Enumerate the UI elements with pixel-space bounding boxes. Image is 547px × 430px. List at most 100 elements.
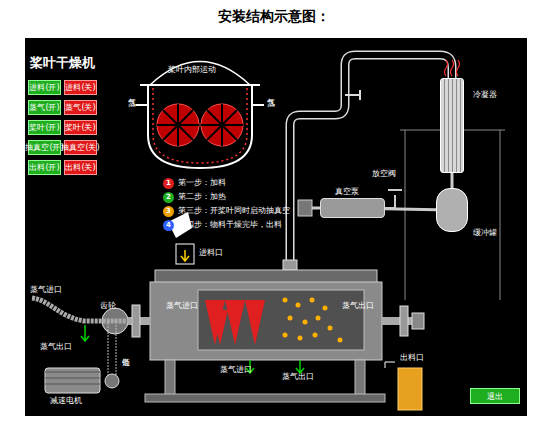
- rotary-joint: [412, 313, 424, 329]
- leader-line: [385, 362, 395, 368]
- button-label: 出料(关): [65, 162, 95, 173]
- shaft-flange: [400, 306, 408, 336]
- part-label: 第二步：加热: [178, 193, 226, 202]
- part-label: 第四步：物料干燥完毕，出料: [178, 221, 282, 230]
- control-button: 进料(关): [64, 80, 97, 95]
- heat-symbol: [445, 60, 460, 76]
- paddle-blades: [201, 104, 243, 146]
- condenser: 冷凝器: [440, 78, 464, 173]
- steam-arrow: [246, 360, 304, 373]
- motor-fins: [45, 372, 100, 384]
- dryer-leg: [355, 360, 365, 396]
- control-button: 进料(开): [28, 80, 61, 95]
- buffer-tank: 缓冲罐: [436, 188, 468, 232]
- vacuum-pump: 真空泵: [320, 198, 385, 218]
- pipe-valve: [345, 90, 360, 100]
- control-button: 抽真空(开): [28, 140, 61, 155]
- dryer-base: [145, 394, 385, 402]
- control-button: 桨叶(开): [28, 120, 61, 135]
- part-label: 蒸气出口: [342, 302, 374, 311]
- part-label: 蒸气出口: [40, 343, 72, 352]
- part-label: 齿轮: [100, 302, 116, 311]
- steam-stub: [136, 104, 264, 106]
- button-label: 退出: [487, 391, 503, 402]
- part-label: 蒸气进口: [220, 366, 252, 375]
- granule: [298, 336, 303, 341]
- part-label: 蒸气出口: [282, 373, 314, 382]
- vessel-wall: [148, 85, 252, 168]
- discharge-outlet: [398, 368, 422, 410]
- vessel-lid: [140, 84, 260, 86]
- button-label: 进料(开): [29, 82, 59, 93]
- callout-number: 2: [163, 192, 174, 203]
- control-button: 出料(开): [28, 160, 61, 175]
- paddle-rotor: [201, 104, 243, 146]
- steam-hose: [32, 298, 132, 321]
- screen-panel: [25, 38, 527, 416]
- callout-number: 1: [163, 178, 174, 189]
- feed-inlet: [176, 244, 194, 264]
- part-label: 第三步：开桨叶同时启动抽真空: [178, 207, 290, 216]
- button-label: 抽真空(开): [25, 142, 63, 153]
- button-label: 蒸气(开): [29, 102, 59, 113]
- granule: [283, 333, 288, 338]
- pipe-connector: [451, 173, 454, 188]
- vessel-dome: [150, 62, 250, 86]
- material-granules: [283, 298, 343, 343]
- paddle-rotor: [157, 104, 199, 146]
- button-label: 进料(关): [65, 82, 95, 93]
- control-button: 抽真空(关): [64, 140, 97, 155]
- equipment-label: 真空泵: [335, 186, 359, 197]
- pipe-connector: [385, 209, 436, 210]
- vent-valve: [385, 190, 402, 208]
- control-button: 桨叶(关): [64, 120, 97, 135]
- dryer-leg: [165, 360, 175, 396]
- diagram-title: 安装结构示意图：: [0, 8, 547, 26]
- granule: [303, 320, 308, 325]
- heating-jacket: [153, 88, 247, 163]
- button-label: 抽真空(关): [61, 142, 99, 153]
- granule: [323, 306, 328, 311]
- granule: [338, 338, 343, 343]
- equipment-label: 冷凝器: [473, 89, 497, 100]
- button-label: 出料(开): [29, 162, 59, 173]
- granule: [296, 303, 301, 308]
- callout-number: 3: [163, 206, 174, 217]
- part-label: 减速电机: [50, 397, 82, 406]
- control-button: 出料(关): [64, 160, 97, 175]
- part-label: 进料口: [199, 249, 223, 258]
- granule: [310, 298, 315, 303]
- part-label: 放空阀: [372, 170, 396, 179]
- granule: [316, 316, 321, 321]
- button-label: 蒸气(关): [65, 102, 95, 113]
- callout-number: 4: [163, 220, 174, 231]
- vapour-pipe: [290, 55, 452, 270]
- equipment-label: 缓冲罐: [473, 227, 497, 238]
- part-label: 桨叶内部运动: [168, 66, 216, 75]
- part-label: 蒸气进口: [166, 302, 198, 311]
- gear-motor: [45, 368, 100, 393]
- sprocket: [105, 374, 119, 388]
- chain: [108, 321, 116, 381]
- pipe-flange: [283, 260, 297, 270]
- paddle-blades: [205, 300, 265, 345]
- feed-arrow: [181, 250, 189, 261]
- dryer-chamber: [198, 290, 364, 350]
- panel-heading: 桨叶干燥机: [30, 56, 95, 70]
- paddle-blades: [157, 104, 199, 146]
- control-button: 蒸气(开): [28, 100, 61, 115]
- pump-motor: [298, 200, 312, 216]
- part-label: 蒸气进口: [30, 286, 62, 295]
- vapour-pipe-inner: [290, 55, 452, 270]
- granule: [328, 326, 333, 331]
- granule: [283, 298, 288, 303]
- dryer-body: [150, 282, 382, 360]
- part-label: 出料口: [400, 354, 424, 363]
- granule: [288, 316, 293, 321]
- shaft-flange: [132, 305, 140, 337]
- control-button: 退出: [470, 388, 520, 404]
- button-label: 桨叶(关): [65, 122, 95, 133]
- part-label: 第一步：加料: [178, 179, 226, 188]
- granule: [313, 333, 318, 338]
